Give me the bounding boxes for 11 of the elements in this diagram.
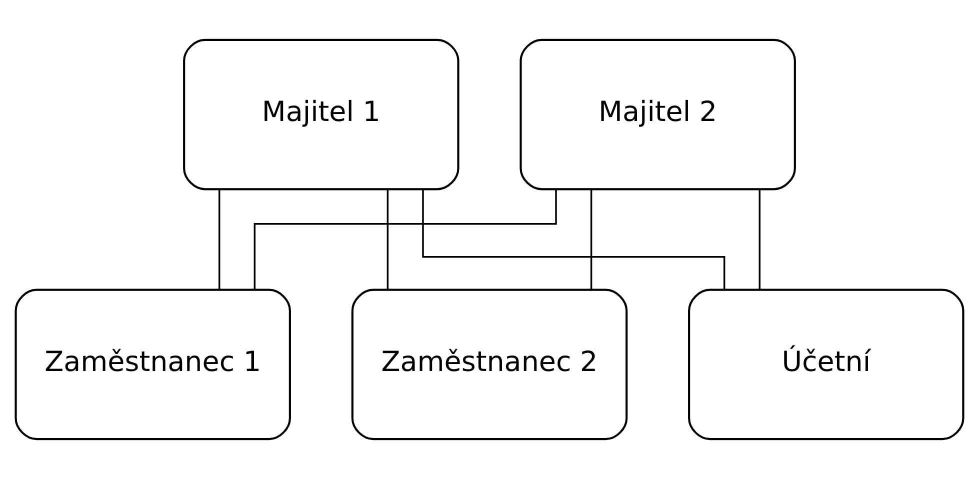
- connector: [422, 190, 726, 290]
- node-box: Majitel 1: [183, 38, 460, 190]
- connector: [758, 190, 760, 290]
- connector: [218, 190, 220, 290]
- connector: [254, 189, 557, 290]
- node-box: Zaměstnanec 2: [351, 288, 628, 440]
- node-box: Majitel 2: [520, 38, 796, 190]
- node-box: Účetní: [688, 288, 964, 440]
- node-box: Zaměstnanec 1: [14, 288, 291, 440]
- connector: [590, 190, 592, 290]
- connector: [386, 190, 389, 290]
